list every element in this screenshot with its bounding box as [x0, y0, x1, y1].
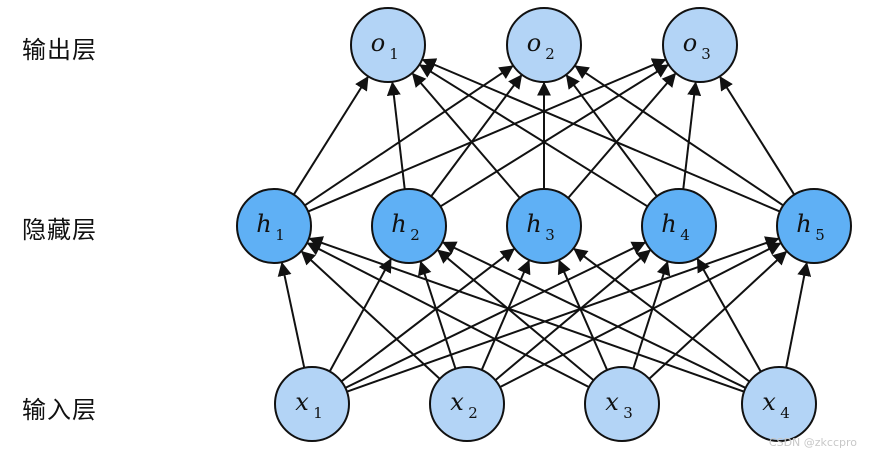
node-h1-circle: [236, 188, 312, 264]
edge-h5-o2: [574, 65, 784, 207]
edge-h4-o2: [565, 74, 658, 197]
node-x2-circle: [429, 366, 505, 442]
edge-x3-h1: [306, 242, 590, 389]
edge-h4-o1: [419, 64, 649, 208]
node-o2-circle: [506, 7, 582, 83]
node-o1-subscript: 1: [389, 45, 399, 63]
edge-x4-h2: [441, 241, 747, 389]
edge-h2-o3: [439, 64, 669, 208]
node-h3-subscript: 3: [545, 226, 555, 244]
edge-x4-h3: [573, 248, 751, 383]
node-h2-subscript: 2: [410, 226, 420, 244]
edge-h1-o2: [304, 65, 514, 207]
edge-x2-h1: [300, 250, 441, 380]
input-layer-label: 输入层: [22, 396, 97, 424]
node-h4-circle: [641, 188, 717, 264]
node-h1-subscript: 1: [275, 226, 285, 244]
node-h3-circle: [506, 188, 582, 264]
edge-h2-o1: [386, 81, 406, 190]
edge-h5-o3: [719, 75, 796, 196]
node-x4-circle: [741, 366, 817, 442]
node-h2-symbol: h: [391, 210, 406, 238]
edge-h2-o2: [430, 74, 523, 197]
node-x3-circle: [584, 366, 660, 442]
watermark: CSDN @zkccpro: [768, 436, 857, 449]
node-x2-symbol: x: [450, 388, 464, 416]
node-x3-subscript: 3: [623, 404, 633, 422]
node-h3-symbol: h: [526, 210, 541, 238]
node-x3-symbol: x: [605, 388, 619, 416]
node-x4-subscript: 4: [780, 404, 790, 422]
node-x1-subscript: 1: [313, 404, 323, 422]
edge-x1-h2: [328, 258, 392, 372]
edge-x2-h4: [494, 249, 651, 381]
edge-x3-h2: [437, 249, 595, 382]
edge-h1-o1: [292, 75, 369, 196]
edge-x4-h4: [696, 257, 762, 373]
edge-h3-o1: [411, 72, 521, 199]
node-o3-symbol: o: [683, 29, 697, 57]
node-x2-subscript: 2: [468, 404, 478, 422]
node-x4-symbol: x: [762, 388, 776, 416]
node-o1-symbol: o: [371, 29, 385, 57]
node-h5-circle: [776, 188, 852, 264]
node-h2-circle: [371, 188, 447, 264]
node-h4-symbol: h: [661, 210, 676, 238]
edge-x3-h4: [632, 260, 671, 370]
node-h5-subscript: 5: [815, 226, 825, 244]
node-o2-symbol: o: [527, 29, 541, 57]
node-h1-symbol: h: [256, 210, 271, 238]
edge-x4-h1: [308, 236, 745, 393]
node-o1-circle: [350, 7, 426, 83]
edge-h3-o3: [567, 72, 677, 199]
node-o3-circle: [662, 7, 738, 83]
node-o3-subscript: 3: [701, 45, 711, 63]
edge-x1-h3: [340, 248, 515, 383]
edge-x3-h3: [557, 259, 609, 371]
edge-x4-h5: [785, 261, 812, 368]
node-h4-subscript: 4: [680, 226, 690, 244]
node-x1-circle: [274, 366, 350, 442]
edge-x1-h1: [277, 261, 306, 369]
edges-group: [277, 58, 812, 393]
edge-x1-h4: [344, 241, 647, 389]
node-x1-symbol: x: [295, 388, 309, 416]
node-o2-subscript: 2: [545, 45, 555, 63]
edge-x3-h5: [648, 250, 788, 380]
output-layer-label: 输出层: [22, 36, 97, 64]
hidden-layer-label: 隐藏层: [22, 216, 97, 244]
edge-x2-h5: [499, 242, 782, 389]
edge-h5-o1: [421, 58, 781, 213]
node-h5-symbol: h: [796, 210, 811, 238]
